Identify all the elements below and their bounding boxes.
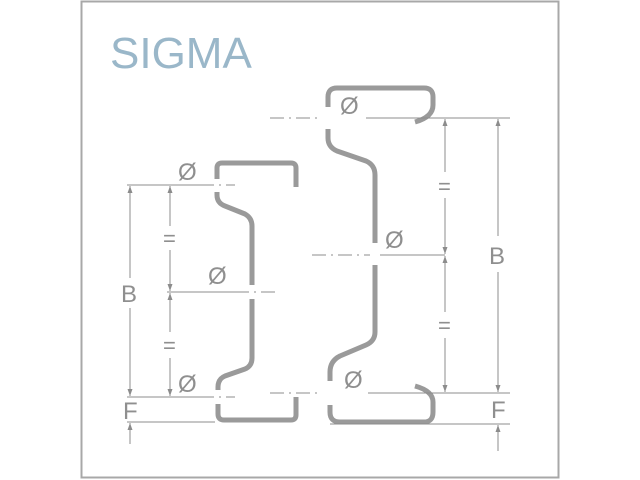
small-equal-label-top: = xyxy=(163,226,176,251)
small-sigma-profile xyxy=(214,160,299,423)
large-top-hole-label: Ø xyxy=(340,93,359,120)
small-equal-label-bottom: = xyxy=(163,333,176,358)
small-top-hole-label: Ø xyxy=(178,159,197,186)
large-bottom-hole-label: Ø xyxy=(344,367,363,394)
small-height-label: B xyxy=(121,281,137,308)
large-equal-label-top: = xyxy=(438,174,451,199)
diagram-title: SIGMA xyxy=(110,29,252,78)
large-dimensions xyxy=(270,117,510,451)
large-equal-label-bottom: = xyxy=(438,313,451,338)
small-dimensions xyxy=(127,184,278,444)
small-center-hole-label: Ø xyxy=(208,263,227,290)
frame xyxy=(80,0,560,479)
large-flange-label: F xyxy=(491,397,506,424)
small-bottom-hole-label: Ø xyxy=(178,371,197,398)
small-flange-label: F xyxy=(123,398,138,425)
large-height-label: B xyxy=(489,243,505,270)
large-sigma-profile xyxy=(325,85,436,425)
large-center-hole-label: Ø xyxy=(385,227,404,254)
